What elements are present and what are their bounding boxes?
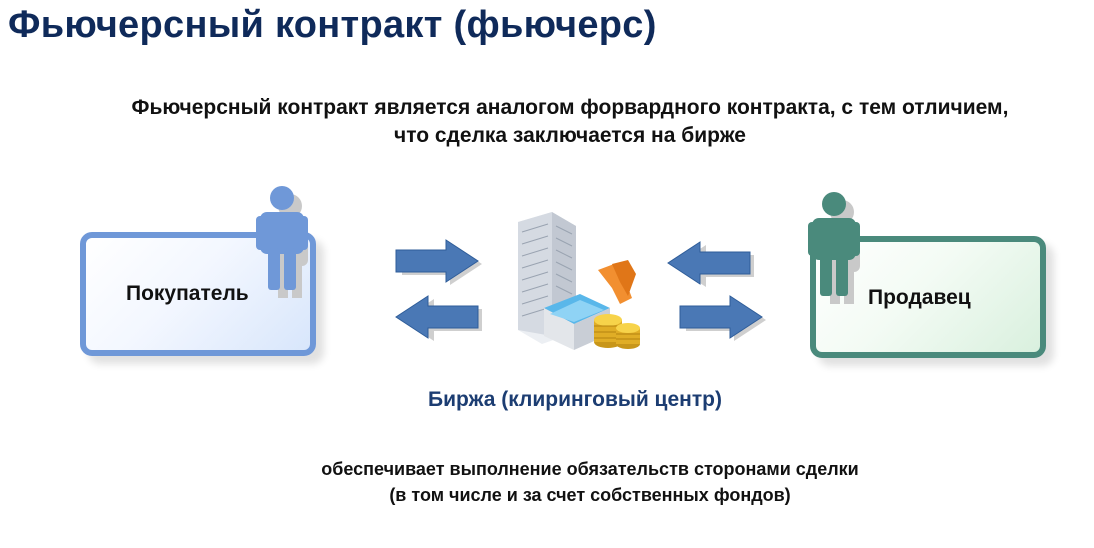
page-title: Фьючерсный контракт (фьючерс) <box>8 4 657 46</box>
arrow-right-icon <box>395 239 482 285</box>
arrow-left-icon <box>395 295 482 341</box>
description-line-1: обеспечивает выполнение обязательств сто… <box>321 459 859 479</box>
arrow-left-icon <box>667 241 754 287</box>
buyer-person-icon <box>256 186 308 298</box>
seller-person-icon <box>808 192 860 304</box>
buyer-label: Покупатель <box>126 282 249 305</box>
definition-line-1: Фьючерсный контракт является аналогом фо… <box>131 96 1009 119</box>
exchange-description: обеспечивает выполнение обязательств сто… <box>200 456 980 508</box>
arrow-right-icon <box>679 295 766 341</box>
seller-label: Продавец <box>868 286 971 309</box>
description-line-2: (в том числе и за счет собственных фондо… <box>389 485 791 505</box>
definition-line-2: что сделка заключается на бирже <box>394 124 746 147</box>
exchange-building-icon <box>518 212 640 350</box>
exchange-label: Биржа (клиринговый центр) <box>428 388 722 411</box>
definition-text: Фьючерсный контракт является аналогом фо… <box>40 94 1094 150</box>
